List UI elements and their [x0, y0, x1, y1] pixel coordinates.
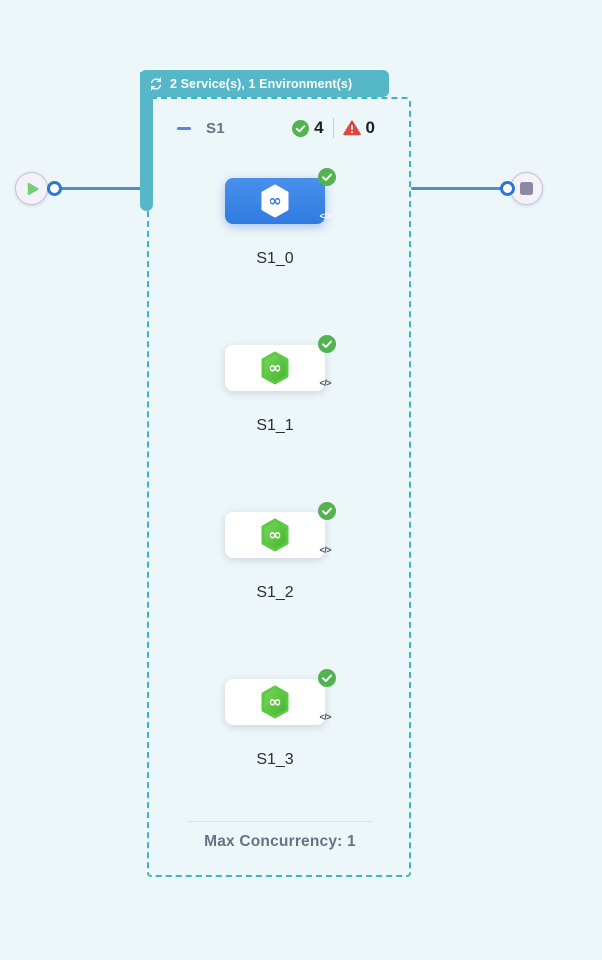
- play-icon: [27, 182, 39, 196]
- infinity-hexagon-icon: ∞: [260, 518, 290, 552]
- loop-tab-label: 2 Service(s), 1 Environment(s): [170, 76, 353, 91]
- step-card-s1-1[interactable]: ∞ </>: [225, 335, 336, 391]
- loop-icon: [149, 77, 163, 91]
- loop-strategy-tab[interactable]: 2 Service(s), 1 Environment(s): [140, 70, 389, 97]
- loop-tab-side-bar: [140, 72, 153, 211]
- edge-start-to-stage: [54, 187, 148, 190]
- node-label: S1_3: [256, 751, 294, 768]
- code-icon: </>: [319, 545, 331, 555]
- matrix-node-s1-0: ∞ </> S1_0: [225, 168, 336, 268]
- infinity-hexagon-icon: ∞: [260, 351, 290, 385]
- node-label: S1_1: [256, 417, 294, 434]
- svg-text:∞: ∞: [268, 525, 281, 544]
- failed-count: 0: [365, 118, 375, 137]
- max-concurrency-label: Max Concurrency: 1: [204, 833, 356, 850]
- status-counts: 4 0: [292, 118, 375, 138]
- success-badge-icon: [318, 335, 336, 353]
- stage-header: S1 4 0: [177, 118, 375, 138]
- node-label: S1_0: [256, 250, 294, 267]
- success-count: 4: [314, 118, 324, 137]
- success-badge-icon: [318, 669, 336, 687]
- port-right: [500, 181, 515, 196]
- infinity-hexagon-icon: ∞: [260, 685, 290, 719]
- stop-icon: [520, 182, 533, 195]
- svg-text:∞: ∞: [268, 692, 281, 711]
- node-label: S1_2: [256, 584, 294, 601]
- matrix-node-s1-1: ∞ </> S1_1: [225, 335, 336, 435]
- matrix-node-s1-3: ∞ </> S1_3: [225, 669, 336, 769]
- code-icon: </>: [319, 211, 331, 221]
- matrix-node-s1-2: ∞ </> S1_2: [225, 502, 336, 602]
- code-icon: </>: [319, 712, 331, 722]
- success-badge-icon: [318, 502, 336, 520]
- check-circle-icon: [292, 119, 310, 137]
- collapse-minus-icon[interactable]: [177, 126, 191, 130]
- infinity-hexagon-icon: ∞: [260, 184, 290, 218]
- count-divider: [332, 118, 334, 138]
- svg-text:∞: ∞: [268, 191, 281, 210]
- step-card-s1-2[interactable]: ∞ </>: [225, 502, 336, 558]
- matrix-stage-container: S1 4 0 ∞: [147, 97, 411, 877]
- port-left: [47, 181, 62, 196]
- end-node: [510, 172, 543, 205]
- bottom-strip: [0, 960, 602, 964]
- svg-text:∞: ∞: [268, 358, 281, 377]
- success-badge-icon: [318, 168, 336, 186]
- code-icon: </>: [319, 378, 331, 388]
- stage-footer: Max Concurrency: 1: [187, 821, 373, 851]
- step-card-s1-3[interactable]: ∞ </>: [225, 669, 336, 725]
- start-node: [15, 172, 48, 205]
- step-card-s1-0[interactable]: ∞ </>: [225, 168, 336, 224]
- edge-stage-to-end: [411, 187, 508, 190]
- warning-triangle-icon: [342, 120, 361, 136]
- stage-name: S1: [206, 119, 225, 137]
